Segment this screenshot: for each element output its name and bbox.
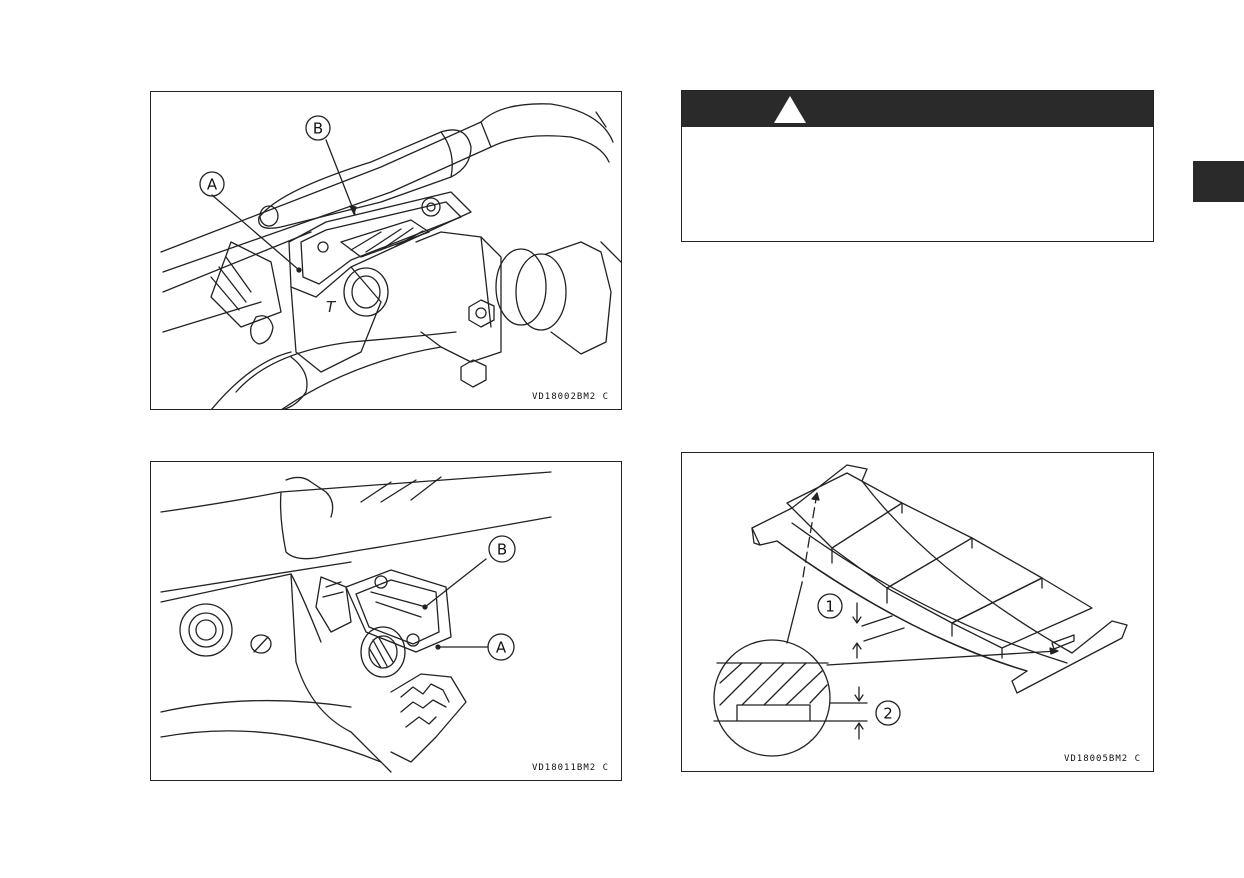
brake-pad-illustration: 1 2 (713, 464, 1128, 757)
callout-2-label: 2 (883, 705, 893, 723)
callout-a-label: A (207, 176, 218, 194)
figure-rear-brake-reservoir: B A VD18011BM2 C (150, 461, 622, 781)
warning-triangle-icon (774, 96, 806, 123)
callout-1-label: 1 (825, 598, 835, 616)
figure-code: VD18011BM2 C (531, 763, 609, 773)
warning-box (681, 90, 1154, 242)
callout-b-circle (488, 535, 516, 563)
callout-a-label: A (496, 639, 507, 657)
figure-code: VD18005BM2 C (1063, 754, 1141, 764)
reservoir-illustration: T A B (160, 103, 621, 409)
figure-brake-pad-wear: 1 2 VD18005BM2 C (681, 452, 1154, 772)
rear-reservoir-illustration: B A (160, 471, 552, 773)
callout-2-circle (875, 700, 901, 726)
callout-1-circle (817, 593, 843, 619)
callout-b-label: B (313, 120, 323, 138)
callout-a-circle (487, 633, 515, 661)
figure-code: VD18002BM2 C (531, 392, 609, 402)
callout-b-label: B (497, 541, 507, 559)
callout-b-circle (305, 115, 331, 141)
callout-a-circle (199, 171, 225, 197)
section-tab (1193, 161, 1244, 202)
figure-front-brake-reservoir: T A B VD18002BM2 C (150, 91, 622, 410)
reservoir-mark-t: T (326, 298, 337, 316)
warning-banner (682, 91, 1153, 127)
